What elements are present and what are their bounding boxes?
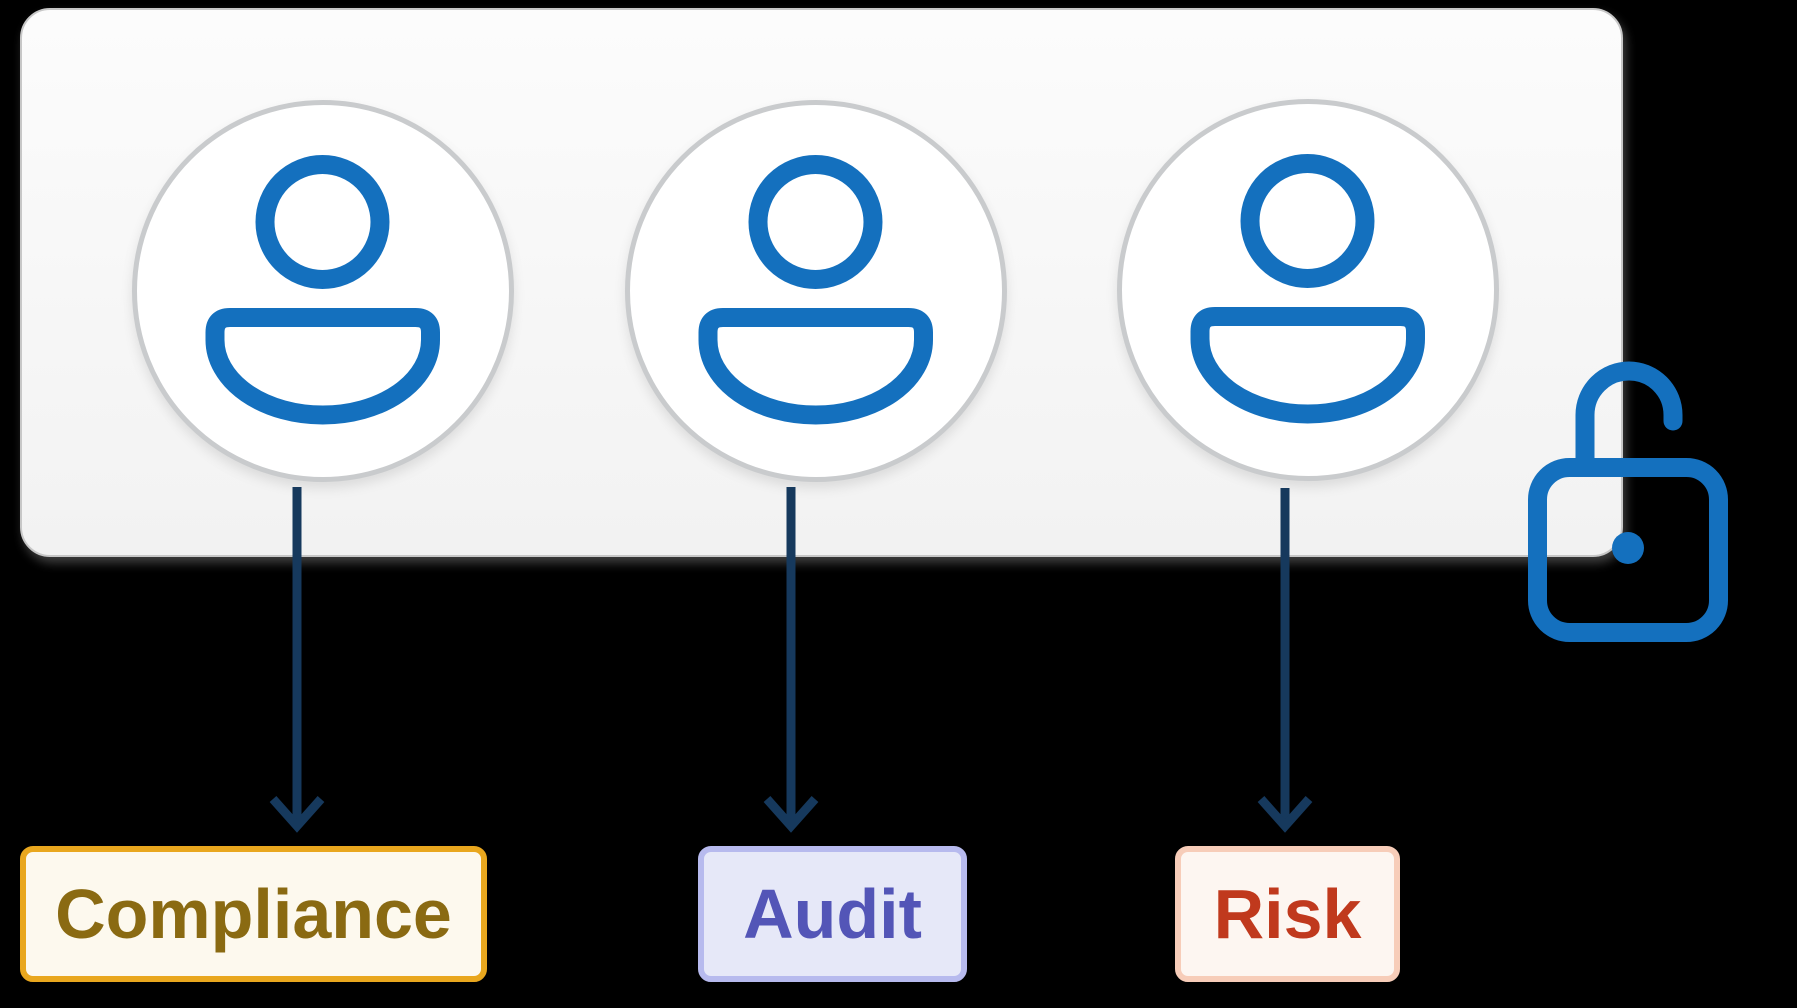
label-risk-text: Risk — [1213, 875, 1362, 953]
actor-circle — [1117, 99, 1499, 481]
person-icon — [1190, 154, 1425, 424]
actor-circle — [625, 100, 1007, 482]
actor-circle — [132, 100, 514, 482]
person-icon — [205, 155, 440, 425]
arrow-down — [1257, 488, 1313, 833]
arrow-down — [763, 487, 819, 833]
unlock-icon — [1528, 361, 1728, 642]
actors-panel — [20, 8, 1623, 557]
label-audit: Audit — [698, 846, 967, 982]
label-risk: Risk — [1175, 846, 1400, 982]
arrow-down — [269, 487, 325, 833]
person-icon — [698, 155, 933, 425]
keyhole-dot — [1612, 532, 1644, 564]
label-compliance: Compliance — [20, 846, 487, 982]
label-compliance-text: Compliance — [55, 875, 452, 953]
label-audit-text: Audit — [743, 875, 922, 953]
